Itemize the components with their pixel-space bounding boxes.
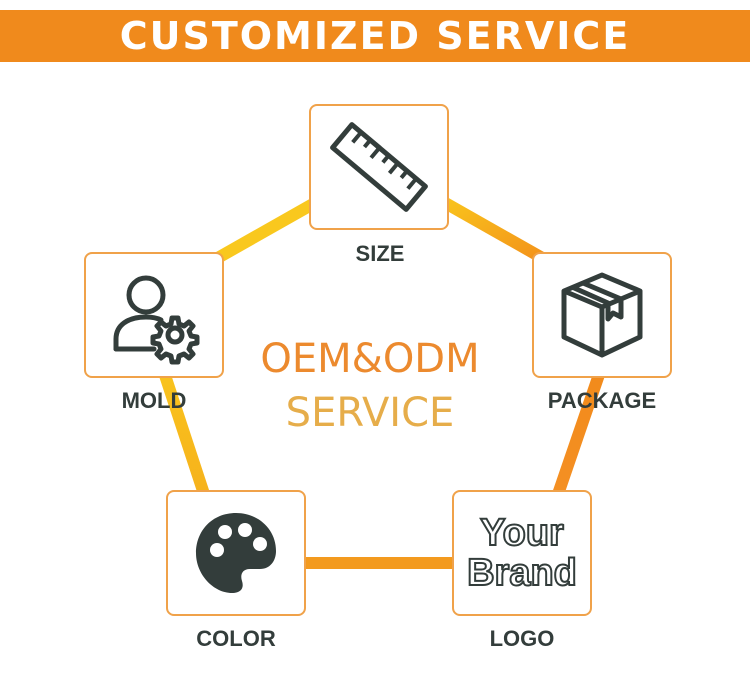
header-banner: CUSTOMIZED SERVICE <box>0 10 750 62</box>
logo-card[interactable]: Your Brand <box>452 490 592 616</box>
brand-logo-icon: Your Brand <box>466 512 578 594</box>
box-icon <box>561 272 643 358</box>
package-label: PACKAGE <box>547 388 657 413</box>
mold-label: MOLD <box>121 388 187 413</box>
center-title-line-1: OEM&ODM <box>260 336 480 382</box>
brand-line-1: Your <box>479 512 565 554</box>
center-title-line-2: SERVICE <box>285 390 455 436</box>
logo-label: LOGO <box>489 626 555 651</box>
size-label: SIZE <box>355 241 405 266</box>
banner-title: CUSTOMIZED SERVICE <box>119 14 631 58</box>
package-card[interactable] <box>532 252 672 378</box>
color-card[interactable] <box>166 490 306 616</box>
line-package-logo <box>550 358 610 502</box>
mold-card[interactable] <box>84 252 224 378</box>
color-label: COLOR <box>196 626 276 651</box>
size-card[interactable] <box>309 104 449 230</box>
ruler-icon <box>330 122 428 212</box>
user-gear-icon <box>113 275 200 365</box>
line-mold-color <box>154 358 212 502</box>
palette-icon <box>196 513 276 593</box>
brand-line-2: Brand <box>466 552 578 594</box>
